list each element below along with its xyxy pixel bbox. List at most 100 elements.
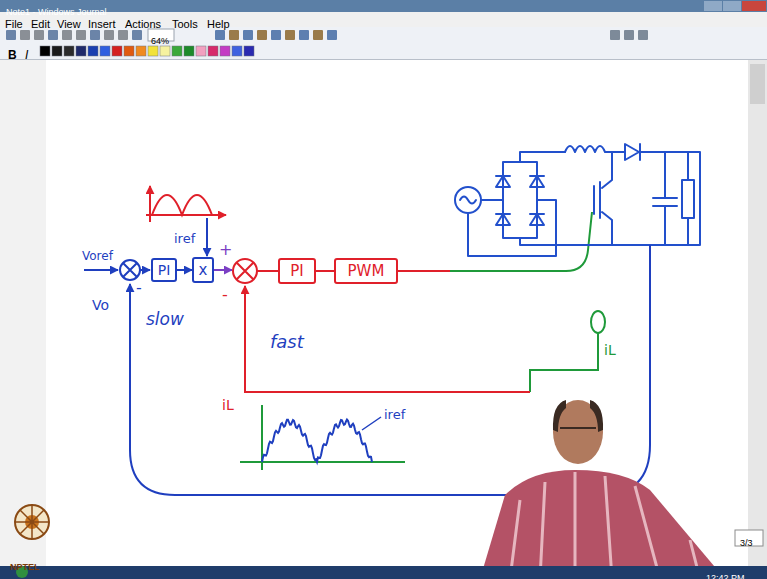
loop-note: fast	[270, 332, 304, 353]
label-holder: fast	[270, 332, 304, 353]
pen-color-button	[220, 46, 230, 56]
toolbar-icon	[624, 30, 634, 40]
menu-item: Actions	[125, 18, 161, 31]
scrollbar	[748, 60, 767, 566]
template-wire	[206, 218, 208, 256]
reference-wire	[214, 269, 232, 271]
diode	[530, 176, 544, 187]
diode	[496, 176, 510, 187]
toolbar-icon	[76, 30, 86, 40]
label-holder: iref	[384, 404, 405, 423]
taskbar	[0, 566, 767, 579]
label-holder: Edit	[31, 13, 50, 32]
pi-controller: PI	[151, 258, 177, 282]
igbt-switch	[594, 152, 612, 245]
axis	[146, 214, 226, 216]
pen-color-button	[160, 46, 170, 56]
toolbar-icon	[229, 30, 239, 40]
close-button	[742, 1, 766, 11]
toolbar-icon	[327, 30, 337, 40]
wire	[520, 152, 565, 162]
toolbar-icons	[6, 30, 648, 56]
pen-color-button	[172, 46, 182, 56]
sign: +	[219, 241, 232, 259]
signal-wire	[140, 269, 150, 271]
signal-wire	[398, 270, 450, 272]
italic-button: I	[25, 49, 28, 63]
pen-color-button	[52, 46, 62, 56]
reference-arrow	[84, 269, 118, 271]
title-bar	[0, 0, 767, 12]
pen-color-button	[88, 46, 98, 56]
block-label: x	[199, 263, 208, 278]
wire	[481, 199, 503, 201]
block-label: PI	[290, 264, 303, 279]
nptel-logo	[15, 505, 49, 539]
page-counter: 3/3	[740, 538, 753, 548]
junction-cross	[123, 263, 137, 277]
label-holder: Insert	[88, 13, 116, 32]
sign: -	[222, 286, 228, 304]
summing-junction	[233, 259, 257, 283]
label-holder: +	[219, 240, 232, 259]
rectified-sine	[152, 195, 212, 215]
label-holder: -	[136, 278, 142, 297]
label-holder: File	[5, 13, 23, 32]
label-holder: Voref	[82, 245, 113, 264]
label-holder: 3/3	[740, 531, 753, 550]
toolbar-icon	[90, 30, 100, 40]
output-voltage: Vo	[92, 297, 109, 313]
label-holder: iref	[174, 228, 195, 247]
toolbar-icon	[299, 30, 309, 40]
toolbar-icon	[610, 30, 620, 40]
pen-color-button	[232, 46, 242, 56]
logo-text: NPTEL	[10, 562, 40, 572]
label-holder: Tools	[172, 13, 198, 32]
toolbar-icon	[62, 30, 72, 40]
diode	[496, 214, 510, 225]
inductor-current: iL	[222, 397, 234, 413]
reference-voltage: Voref	[82, 250, 113, 264]
signal-wire	[316, 270, 334, 272]
feedback-wire	[245, 286, 530, 392]
bridge-wire	[503, 162, 537, 238]
wire	[468, 200, 556, 256]
junction-cross	[237, 263, 254, 280]
feedback-wire	[530, 333, 598, 392]
signal-wire	[257, 270, 278, 272]
boost-diode	[625, 144, 640, 160]
axis	[149, 186, 151, 222]
current-sensor	[591, 311, 605, 333]
clock: 12:42 PM	[706, 573, 745, 579]
scroll-thumb	[750, 64, 765, 104]
pen-color-button	[124, 46, 134, 56]
window-title: Note1 - Windows Journal	[6, 7, 107, 17]
bold-button: B	[8, 49, 17, 63]
toolbar-icon	[285, 30, 295, 40]
block-label: PI	[158, 263, 171, 277]
toolbar-icon	[215, 30, 225, 40]
wire	[687, 152, 689, 245]
maximize-button	[723, 1, 741, 11]
pen-color-button	[244, 46, 254, 56]
pen-color-button	[208, 46, 218, 56]
menu-item: Tools	[172, 18, 198, 31]
label-holder: slow	[146, 310, 184, 330]
pen-color-button	[148, 46, 158, 56]
pen-color-button	[64, 46, 74, 56]
toolbar-icon	[6, 30, 16, 40]
wire	[520, 152, 700, 245]
voltage-feedback-wire	[130, 245, 650, 495]
boost-pfc-circuit	[455, 144, 700, 256]
pi-controller: PI	[278, 258, 316, 284]
menu-item: File	[5, 18, 23, 31]
label-holder: iL	[222, 395, 234, 414]
lecturer-head	[553, 400, 603, 464]
leader-line	[362, 417, 381, 430]
label-holder: B	[8, 44, 17, 63]
toolbar-icon	[34, 30, 44, 40]
pen-color-button	[40, 46, 50, 56]
